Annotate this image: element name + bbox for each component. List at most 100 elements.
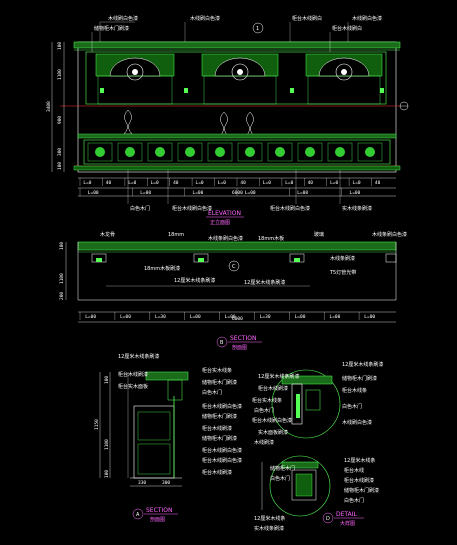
dimension-label: L=0 [285, 180, 293, 186]
svg-text:木线刷白色漆: 木线刷白色漆 [108, 15, 138, 22]
svg-text:柜台木线条: 柜台木线条 [342, 387, 367, 394]
svg-text:木线刷白色漆: 木线刷白色漆 [352, 15, 382, 22]
counter-medallion [155, 147, 165, 157]
dimension-label: L=30 [260, 314, 271, 320]
counter-panel [87, 142, 113, 162]
counter-panel [357, 142, 383, 162]
section-b-title: SECTION [230, 335, 256, 342]
dimension-label: 40 [308, 180, 314, 186]
counter-medallion [125, 147, 135, 157]
section-b-overall-width: 6000 [232, 316, 243, 322]
dimension-label: L=00 [85, 314, 96, 320]
svg-text:储物柜木门刷漆: 储物柜木门刷漆 [202, 379, 237, 386]
svg-text:12厘米木线条刷漆: 12厘米木线条刷漆 [258, 373, 299, 380]
elevation-overall-width: 6000 [232, 190, 243, 196]
svg-text:12厘米木线条: 12厘米木线条 [254, 515, 285, 522]
dimension-label: L=0 [263, 180, 271, 186]
counter-panel [237, 142, 263, 162]
svg-text:储物柜木门刷漆: 储物柜木门刷漆 [344, 487, 379, 494]
svg-text:T5灯管光带: T5灯管光带 [329, 269, 356, 276]
counter-medallion [95, 147, 105, 157]
upper-cabinet-3 [305, 53, 383, 105]
svg-text:木线刷白色漆: 木线刷白色漆 [342, 419, 372, 426]
counter-panels [83, 139, 391, 165]
svg-text:18mm: 18mm [168, 232, 184, 238]
section-a-title: SECTION [146, 507, 172, 514]
dimension-label: 40 [375, 180, 381, 186]
section-b-marker-circle [216, 336, 228, 348]
detail-d-subtitle: 大样图 [340, 520, 355, 527]
svg-text:木龙骨: 木龙骨 [100, 231, 115, 238]
svg-text:12厘米木线条刷漆: 12厘米木线条刷漆 [342, 361, 383, 368]
svg-text:D: D [326, 516, 330, 522]
section-b-top [77, 241, 397, 251]
dimension-label: L=00 [330, 314, 341, 320]
svg-text:1: 1 [256, 26, 259, 32]
upper-cabinet-1 [95, 53, 175, 105]
counter-panel [327, 142, 353, 162]
svg-text:柜台木线: 柜台木线 [344, 467, 364, 474]
counter-medallion [245, 147, 255, 157]
detail-c-view: 12厘米木线条刷漆 柜台木线刷漆 柜台实木线条 白色木门 柜台木线刷白色漆 实木… [252, 361, 383, 446]
upper-cabinet-2 [201, 53, 279, 105]
svg-text:白色木门: 白色木门 [270, 475, 290, 482]
dimension-label: L=0 [83, 180, 91, 186]
dimension-label: 40 [173, 180, 179, 186]
svg-text:1150: 1150 [94, 419, 100, 430]
dimension-label: L=0 [353, 180, 361, 186]
elevation-view: 3400 100 1100 900 300 100 木线刷白色漆 储物柜木门刷漆… [46, 15, 409, 226]
svg-text:柜台实木面板: 柜台实木面板 [118, 383, 148, 390]
dimension-label: L=30 [155, 314, 166, 320]
svg-text:柜台木线刷白色漆: 柜台木线刷白色漆 [252, 417, 292, 424]
dimension-label: L=00 [190, 314, 201, 320]
svg-text:12厘米木线条: 12厘米木线条 [344, 457, 375, 464]
section-a-right-labels: 柜台实木线条 储物柜木门刷漆 白色木门 柜台木线刷白色漆 储物柜木门刷漆 柜台木… [202, 367, 242, 476]
section-a-marker-circle [132, 508, 144, 520]
detail-d-view: 12厘米木线条 实木线条刷漆 储物柜木门 白色木门 12厘米木线条 柜台木线 柜… [254, 455, 379, 532]
svg-text:木线条刷白色漆: 木线条刷白色漆 [208, 235, 243, 242]
dimension-label: L=00 [193, 190, 204, 196]
dimension-label: L=00 [225, 314, 236, 320]
counter-panel [297, 142, 323, 162]
svg-text:100: 100 [104, 470, 110, 478]
elevation-overall-height: 3400 [46, 101, 52, 112]
svg-text:白色木门: 白色木门 [342, 403, 362, 410]
dimension-label: L=00 [120, 314, 131, 320]
svg-text:储物柜木门刷漆: 储物柜木门刷漆 [202, 435, 237, 442]
svg-text:白色木门: 白色木门 [344, 497, 364, 504]
dimension-label: 40 [240, 180, 246, 186]
svg-text:柜台木线刷白色漆: 柜台木线刷白色漆 [202, 447, 242, 454]
svg-text:储物柜木门刷漆: 储物柜木门刷漆 [94, 25, 129, 32]
svg-text:木线刷白色漆: 木线刷白色漆 [190, 15, 220, 22]
counter-medallion [275, 147, 285, 157]
svg-text:100: 100 [59, 242, 65, 250]
svg-text:12厘米木线条刷漆: 12厘米木线条刷漆 [244, 279, 285, 286]
dimension-label: L=00 [88, 190, 99, 196]
svg-text:18mm木板: 18mm木板 [258, 235, 284, 242]
counter-medallion [185, 147, 195, 157]
svg-text:柜台木线刷白: 柜台木线刷白 [332, 25, 362, 32]
svg-text:柜台木线刷白色漆: 柜台木线刷白色漆 [172, 205, 212, 212]
svg-text:储物柜木门: 储物柜木门 [270, 465, 295, 472]
section-a-view: 12厘米木线条刷漆 柜台木线刷漆 柜台实木面板 柜台实木线条 储物柜木门刷漆 白… [94, 353, 242, 523]
svg-text:实木线条刷漆: 实木线条刷漆 [254, 525, 284, 532]
elevation-marker-circle [252, 22, 264, 34]
svg-text:木线条刷白色漆: 木线条刷白色漆 [372, 231, 407, 238]
svg-text:储物柜木门刷漆: 储物柜木门刷漆 [342, 375, 377, 382]
elevation-top-molding [73, 41, 401, 49]
dimension-label: L=0 [151, 180, 159, 186]
svg-text:白色木门: 白色木门 [254, 407, 274, 414]
dimension-label: L=00 [245, 190, 256, 196]
detail-c-circle [271, 369, 341, 439]
counter-panel [117, 142, 143, 162]
svg-text:柜台木线刷白色漆: 柜台木线刷白色漆 [202, 457, 242, 464]
svg-text:柜台实木线条: 柜台实木线条 [202, 367, 232, 374]
svg-text:100: 100 [57, 42, 63, 50]
svg-text:柜台木线刷白色漆: 柜台木线刷白色漆 [202, 403, 242, 410]
detail-d-marker-circle [322, 512, 334, 524]
svg-text:实木线条刷漆: 实木线条刷漆 [342, 205, 372, 212]
counter-medallion [215, 147, 225, 157]
svg-text:200: 200 [59, 292, 65, 300]
section-a-cabinet [133, 405, 175, 479]
svg-text:300: 300 [57, 148, 63, 156]
